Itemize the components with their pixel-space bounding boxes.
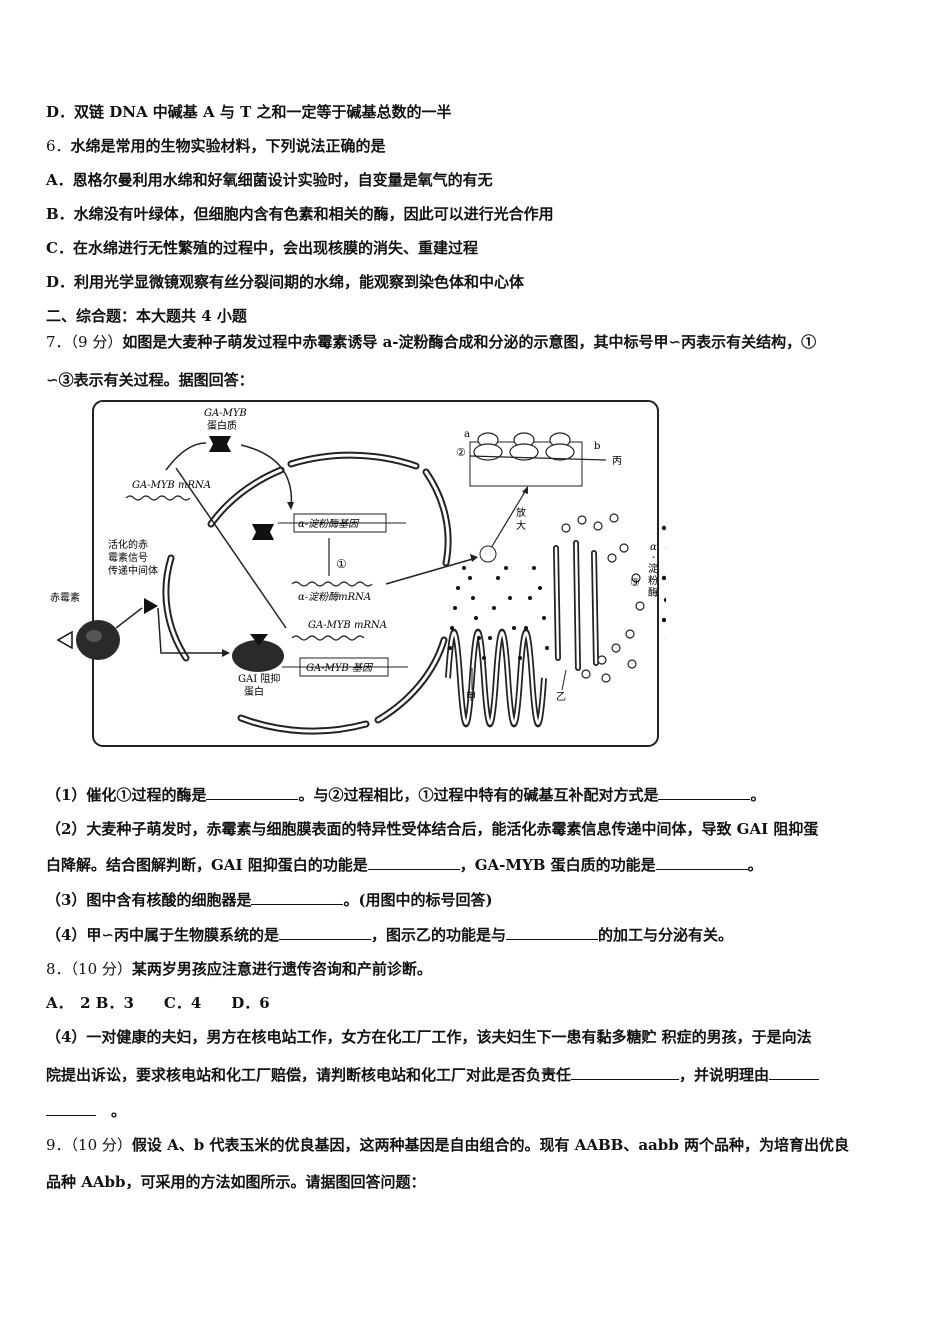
q9-stem-line2: 品种 AAbb，可采用的方法如图所示。请据图回答问题： <box>46 1173 426 1191</box>
label-a: a <box>464 429 470 440</box>
q6-option-a: A．恩格尔曼利用水绵和好氧细菌设计实验时，自变量是氧气的有无 <box>46 171 493 189</box>
label-yi: 乙 <box>556 691 566 703</box>
enzyme-label-5: 酶 <box>648 586 658 599</box>
activated-intermediate <box>144 598 158 614</box>
q8-part4-line2: 院提出诉讼，要求核电站和化工厂赔偿，请判断核电站和化工厂对此是否负责任，并说明理… <box>46 1065 820 1085</box>
secreted-enzyme-dots <box>661 525 666 639</box>
ga-myb-protein-sub: 蛋白质 <box>207 419 237 432</box>
enlarge-1: 放 <box>516 506 526 519</box>
q7-part3: （3）图中含有核酸的细胞器是。(用图中的标号回答) <box>46 890 493 909</box>
vesicles <box>561 513 645 683</box>
activated-label-3: 传递中间体 <box>108 564 158 577</box>
gai-triangle <box>250 634 268 646</box>
label-b: b <box>594 441 600 452</box>
gai-label-2: 蛋白 <box>244 685 264 698</box>
ga-myb-protein-shape <box>209 436 231 452</box>
arrow-receptor-to-intermediate <box>115 607 143 629</box>
q6-option-c: C．在水绵进行无性繁殖的过程中，会出现核膜的消失、重建过程 <box>46 239 478 257</box>
arrow-enlarge <box>490 489 527 549</box>
enzyme-label-4: 粉 <box>648 574 658 587</box>
q8-options: A． 2 B．3 C．4 D．6 <box>46 994 270 1012</box>
q5-option-d: D．双链 DNA 中碱基 A 与 T 之和一定等于碱基总数的一半 <box>46 103 452 121</box>
enlarge-2: 大 <box>516 519 526 532</box>
answer-blank[interactable] <box>46 1101 96 1116</box>
q6-option-d: D．利用光学显微镜观察有丝分裂间期的水绵，能观察到染色体和中心体 <box>46 273 525 291</box>
enzyme-label-3: 淀 <box>648 562 658 575</box>
arrow-mrna-to-er <box>385 557 477 585</box>
amylase-gene-label: α-淀粉酶基因 <box>298 518 360 530</box>
answer-blank[interactable] <box>769 1065 820 1080</box>
arrow-intermediate-to-gai <box>157 607 226 654</box>
gibberellin-label: 赤霉素 <box>50 591 80 604</box>
ga-myb-mrna-top: GA-MYB mRNA <box>132 480 211 491</box>
gai-protein-blob <box>232 640 284 672</box>
answer-blank[interactable] <box>658 785 751 800</box>
section-heading: 二、综合题：本大题共 4 小题 <box>46 307 247 325</box>
ga-myb-protein-title: GA-MYB <box>204 408 247 419</box>
q7-stem-line1: 7．（9 分）如图是大麦种子萌发过程中赤霉素诱导 a-淀粉酶合成和分泌的示意图，… <box>46 333 817 351</box>
amylase-mrna-wave <box>291 581 373 587</box>
q6-stem: 6．水绵是常用的生物实验材料，下列说法正确的是 <box>46 137 386 155</box>
q7-stem-line2: ∽③表示有关过程。据图回答： <box>46 371 254 389</box>
step1-label: ① <box>336 557 347 571</box>
step3-label: ③ <box>630 576 640 589</box>
ga-myb-mrna-wave <box>291 635 365 641</box>
q7-part2-line1: （2）大麦种子萌发时，赤霉素与细胞膜表面的特异性受体结合后，能活化赤霉素信息传递… <box>46 820 819 838</box>
answer-blank[interactable] <box>655 855 748 870</box>
arrow-protein-to-nucleus <box>240 444 293 509</box>
arrow-diagonal <box>175 467 287 629</box>
answer-blank[interactable] <box>506 925 599 940</box>
q7-part4: （4）甲∽丙中属于生物膜系统的是，图示乙的功能是与的加工与分泌有关。 <box>46 925 734 944</box>
answer-blank[interactable] <box>251 890 344 905</box>
label-bing: 丙 <box>612 456 622 467</box>
amylase-mrna-label: α-淀粉酶mRNA <box>298 591 371 603</box>
q9-stem-line1: 9．（10 分）假设 A、b 代表玉米的优良基因，这两种基因是自由组合的。现有 … <box>46 1136 849 1154</box>
q7-part2-line2: 白降解。结合图解判断，GAI 阻抑蛋白的功能是，GA-MYB 蛋白质的功能是。 <box>46 855 763 874</box>
gibberellin-triangle <box>56 630 73 650</box>
answer-blank[interactable] <box>367 855 460 870</box>
er-ribosome-dots <box>448 566 549 660</box>
enlarge-circle <box>479 545 497 563</box>
step2-label: ② <box>456 446 466 459</box>
ribosomes <box>473 432 575 461</box>
arrow-mrna-to-protein <box>165 442 207 471</box>
mrna-wave-top <box>125 495 191 501</box>
enzyme-label-1: α <box>650 542 657 553</box>
q7-part1: （1）催化①过程的酶是。与②过程相比，①过程中特有的碱基互补配对方式是。 <box>46 785 766 804</box>
cell-boundary <box>92 400 659 747</box>
answer-blank[interactable] <box>206 785 299 800</box>
q6-option-b: B．水绵没有叶绿体，但细胞内含有色素和相关的酶，因此可以进行光合作用 <box>46 205 554 223</box>
enzyme-label-2: - <box>652 552 655 563</box>
activated-label-1: 活化的赤 <box>108 538 148 551</box>
ga-myb-gene-label: GA-MYB 基因 <box>306 662 374 674</box>
ga-myb-mrna-low: GA-MYB mRNA <box>308 620 387 631</box>
label-jia: 甲 <box>466 692 476 703</box>
q8-stem: 8．（10 分）某两岁男孩应注意进行遗传咨询和产前诊断。 <box>46 960 432 978</box>
answer-blank[interactable] <box>279 925 372 940</box>
activated-label-2: 霉素信号 <box>108 551 148 564</box>
amylase-diagram: GA-MYB 蛋白质 GA-MYB mRNA 活化的赤 霉素信号 传递中间体 赤… <box>50 400 666 747</box>
answer-blank[interactable] <box>571 1065 680 1080</box>
q8-part4-line1: （4）一对健康的夫妇，男方在核电站工作，女方在化工厂工作，该夫妇生下一患有黏多糖… <box>46 1028 812 1046</box>
ga-myb-protein-bound <box>252 524 274 540</box>
gai-label-1: GAI 阻抑 <box>238 673 280 685</box>
q8-part4-line3: 。 <box>46 1101 126 1121</box>
